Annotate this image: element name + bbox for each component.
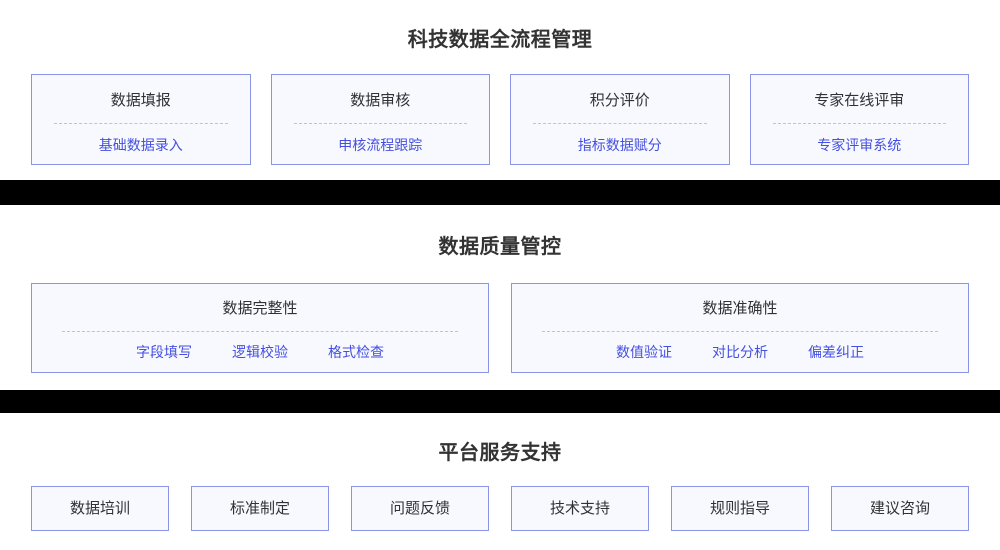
quality-card-title: 数据完整性	[222, 300, 298, 317]
quality-card-sub-item[interactable]: 对比分析	[712, 344, 768, 360]
quality-card-sub-item[interactable]: 偏差纠正	[808, 344, 864, 360]
card-dotted-divider	[542, 331, 938, 332]
quality-card-sub-list: 字段填写 逻辑校验 格式检查	[32, 343, 488, 361]
flow-card-row: 数据填报 基础数据录入 数据审核 申核流程跟踪 积分评价 指标数据赋分	[0, 74, 1000, 165]
flow-card-sub-item[interactable]: 指标数据赋分	[577, 137, 662, 153]
service-card-technical-support[interactable]: 技术支持	[511, 486, 649, 531]
card-dotted-divider	[54, 123, 228, 124]
section-title-platform-service: 平台服务支持	[438, 442, 562, 464]
quality-card-sub-list: 数值验证 对比分析 偏差纠正	[512, 343, 968, 361]
card-dotted-divider	[772, 123, 946, 124]
flow-card-data-review[interactable]: 数据审核 申核流程跟踪	[270, 74, 490, 165]
flow-card-sub-list: 基础数据录入	[32, 136, 250, 154]
card-dotted-divider	[533, 123, 707, 124]
flow-card-sub-item[interactable]: 基础数据录入	[98, 137, 183, 153]
service-card-standard-setting[interactable]: 标准制定	[191, 486, 329, 531]
service-card-consulting[interactable]: 建议咨询	[831, 486, 969, 531]
flow-card-expert-review[interactable]: 专家在线评审 专家评审系统	[749, 74, 969, 165]
quality-card-sub-item[interactable]: 字段填写	[136, 344, 192, 360]
flow-card-title: 专家在线评审	[814, 92, 905, 109]
section-divider-bar-2	[0, 390, 1000, 413]
flow-card-data-entry[interactable]: 数据填报 基础数据录入	[31, 74, 251, 165]
section-platform-service: 平台服务支持 数据培训 标准制定 问题反馈 技术支持 规则指导 建议咨询	[0, 413, 1000, 550]
section-title-process-management: 科技数据全流程管理	[407, 29, 593, 51]
service-card-data-training[interactable]: 数据培训	[31, 486, 169, 531]
service-card-issue-feedback[interactable]: 问题反馈	[351, 486, 489, 531]
quality-card-sub-item[interactable]: 逻辑校验	[232, 344, 288, 360]
flow-card-sub-item[interactable]: 申核流程跟踪	[338, 137, 423, 153]
section-quality-control: 数据质量管控 数据完整性 字段填写 逻辑校验 格式检查 数据准确性 数值验证 对…	[0, 205, 1000, 390]
flow-card-score-evaluation[interactable]: 积分评价 指标数据赋分	[510, 74, 730, 165]
flow-card-sub-list: 申核流程跟踪	[272, 136, 490, 154]
flow-card-title: 数据填报	[110, 92, 171, 109]
section-title-quality-control: 数据质量管控	[438, 236, 562, 258]
service-card-rule-guidance[interactable]: 规则指导	[671, 486, 809, 531]
quality-card-sub-item[interactable]: 数值验证	[616, 344, 672, 360]
flow-card-sub-list: 专家评审系统	[751, 136, 969, 154]
section-process-management: 科技数据全流程管理 数据填报 基础数据录入 数据审核 申核流程跟踪 积分评价	[0, 0, 1000, 180]
quality-card-row: 数据完整性 字段填写 逻辑校验 格式检查 数据准确性 数值验证 对比分析 偏差纠…	[0, 283, 1000, 373]
card-dotted-divider	[62, 331, 458, 332]
flow-card-sub-list: 指标数据赋分	[511, 136, 729, 154]
quality-card-data-accuracy[interactable]: 数据准确性 数值验证 对比分析 偏差纠正	[511, 283, 969, 373]
flow-card-sub-item[interactable]: 专家评审系统	[817, 137, 902, 153]
flow-card-title: 积分评价	[589, 92, 650, 109]
quality-card-sub-item[interactable]: 格式检查	[328, 344, 384, 360]
quality-card-data-integrity[interactable]: 数据完整性 字段填写 逻辑校验 格式检查	[31, 283, 489, 373]
card-dotted-divider	[293, 123, 467, 124]
quality-card-title: 数据准确性	[702, 300, 778, 317]
section-divider-bar-1	[0, 180, 1000, 205]
flow-card-title: 数据审核	[350, 92, 411, 109]
service-card-row: 数据培训 标准制定 问题反馈 技术支持 规则指导 建议咨询	[0, 486, 1000, 531]
